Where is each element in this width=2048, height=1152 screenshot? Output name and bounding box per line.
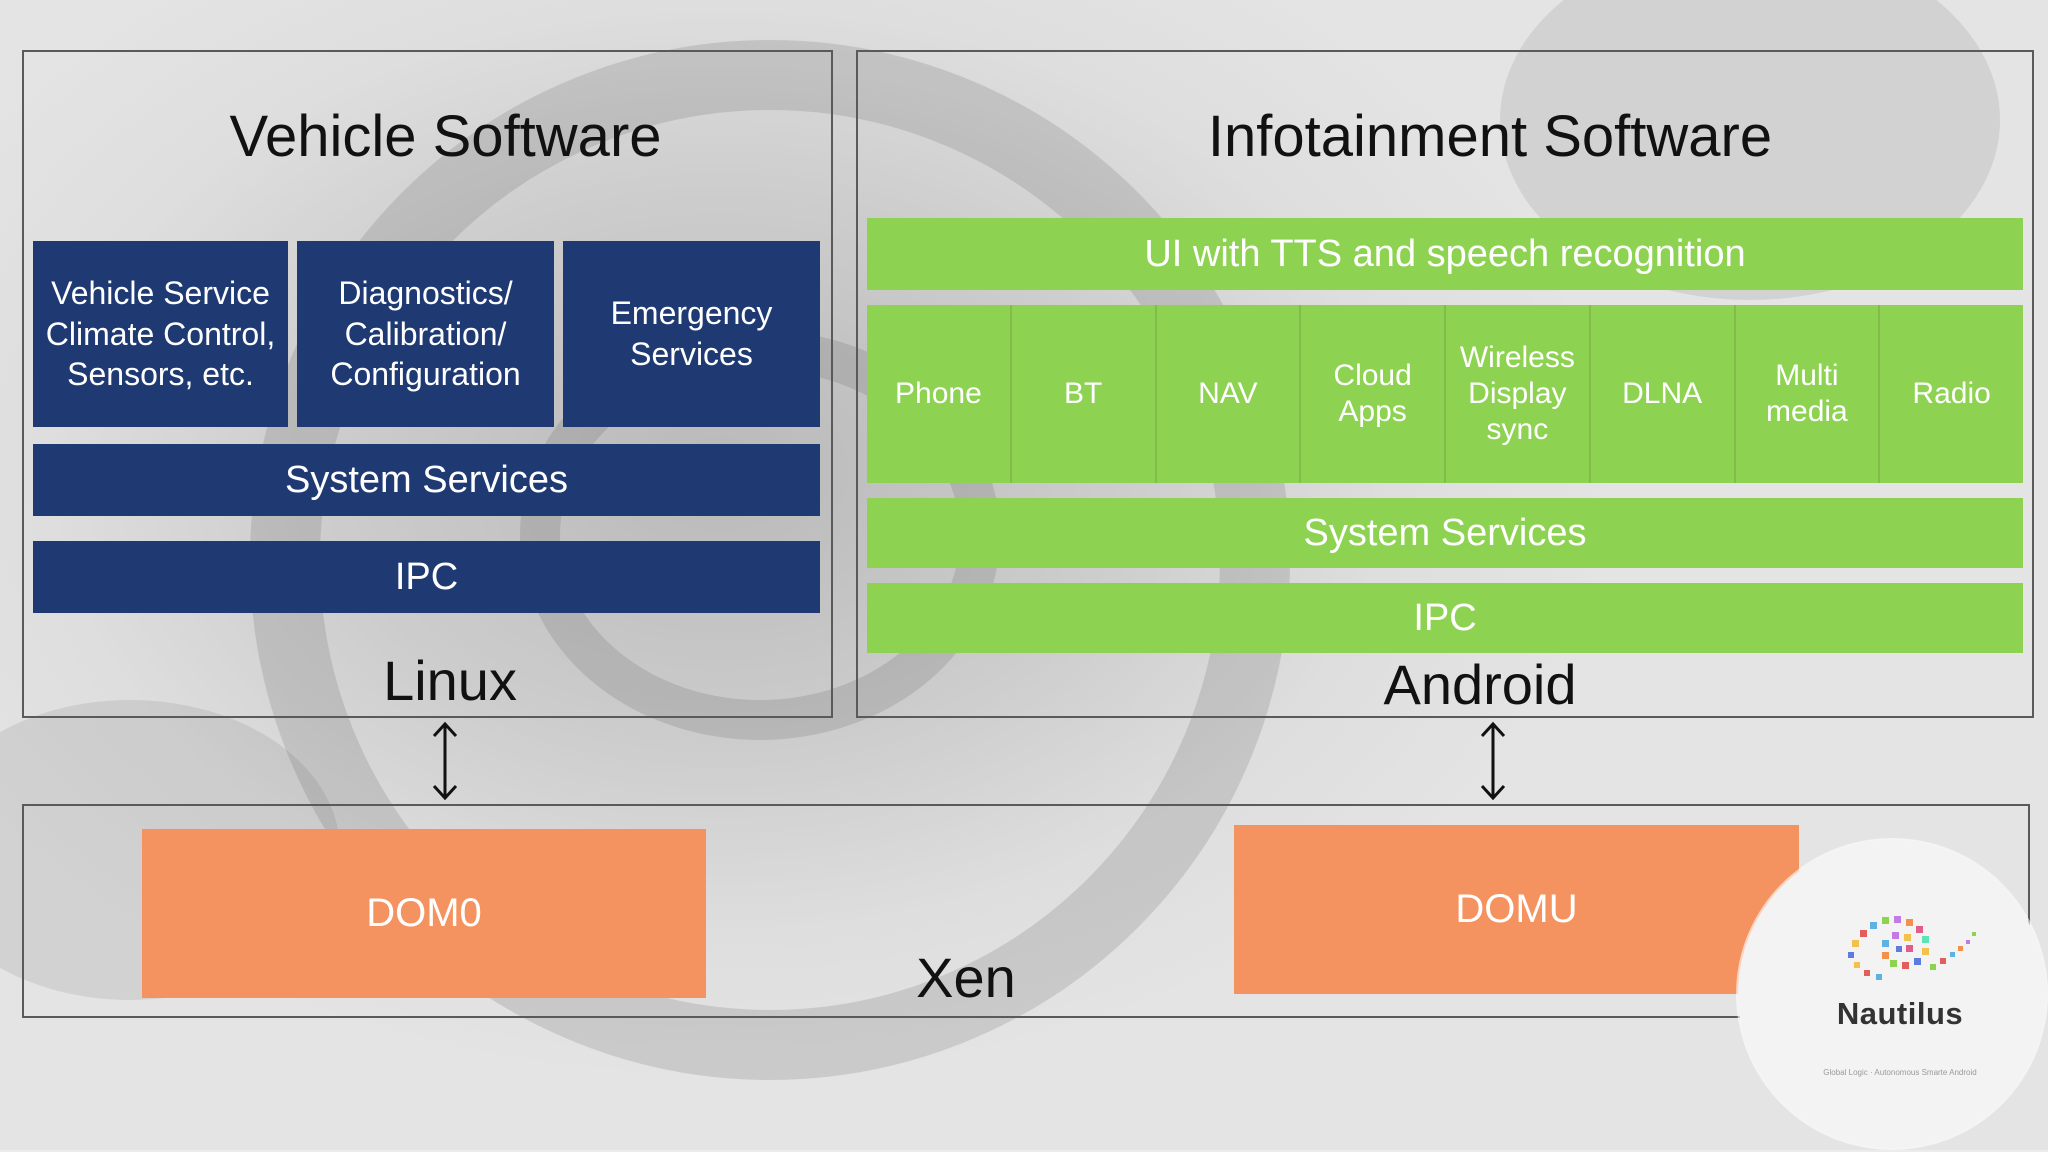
infotainment-ipc-bar: IPC — [867, 583, 2023, 653]
infotainment-software-frame — [856, 50, 2034, 718]
xen-frame — [22, 804, 2030, 1018]
app-cloud-apps: Cloud Apps — [1301, 305, 1446, 483]
infotainment-software-title: Infotainment Software — [1207, 104, 1773, 169]
app-bt: BT — [1012, 305, 1157, 483]
emergency-services-module: Emergency Services — [563, 241, 820, 427]
app-nav: NAV — [1157, 305, 1302, 483]
vehicle-software-title: Vehicle Software — [229, 104, 662, 169]
nautilus-spiral-icon — [1848, 916, 1976, 980]
app-multimedia: Multi media — [1736, 305, 1881, 483]
app-phone: Phone — [867, 305, 1012, 483]
app-dlna: DLNA — [1591, 305, 1736, 483]
ui-tts-speech-bar: UI with TTS and speech recognition — [867, 218, 2023, 290]
vehicle-service-module: Vehicle Service Climate Control, Sensors… — [33, 241, 288, 427]
android-label: Android — [1383, 653, 1577, 716]
dom0-box: DOM0 — [142, 829, 706, 998]
vehicle-ipc-bar: IPC — [33, 541, 820, 613]
app-row: Phone BT NAV Cloud Apps Wireless Display… — [867, 305, 2023, 483]
app-wireless-display-sync: Wireless Display sync — [1446, 305, 1591, 483]
linux-xen-arrow — [432, 721, 458, 801]
nautilus-logo-text: Nautilus — [1836, 996, 1964, 1031]
nautilus-logo-badge — [1738, 840, 2046, 1148]
nautilus-logo-caption: Global Logic · Autonomous Smarte Android — [1823, 1068, 1977, 1077]
vehicle-system-services-bar: System Services — [33, 444, 820, 516]
android-xen-arrow — [1480, 721, 1506, 801]
xen-label: Xen — [916, 946, 1016, 1009]
vehicle-software-frame — [22, 50, 833, 718]
linux-label: Linux — [383, 649, 517, 712]
app-radio: Radio — [1912, 377, 1991, 410]
infotainment-system-services-bar: System Services — [867, 498, 2023, 568]
diagnostics-module: Diagnostics/ Calibration/ Configuration — [297, 241, 554, 427]
domu-box: DOMU — [1234, 825, 1799, 994]
